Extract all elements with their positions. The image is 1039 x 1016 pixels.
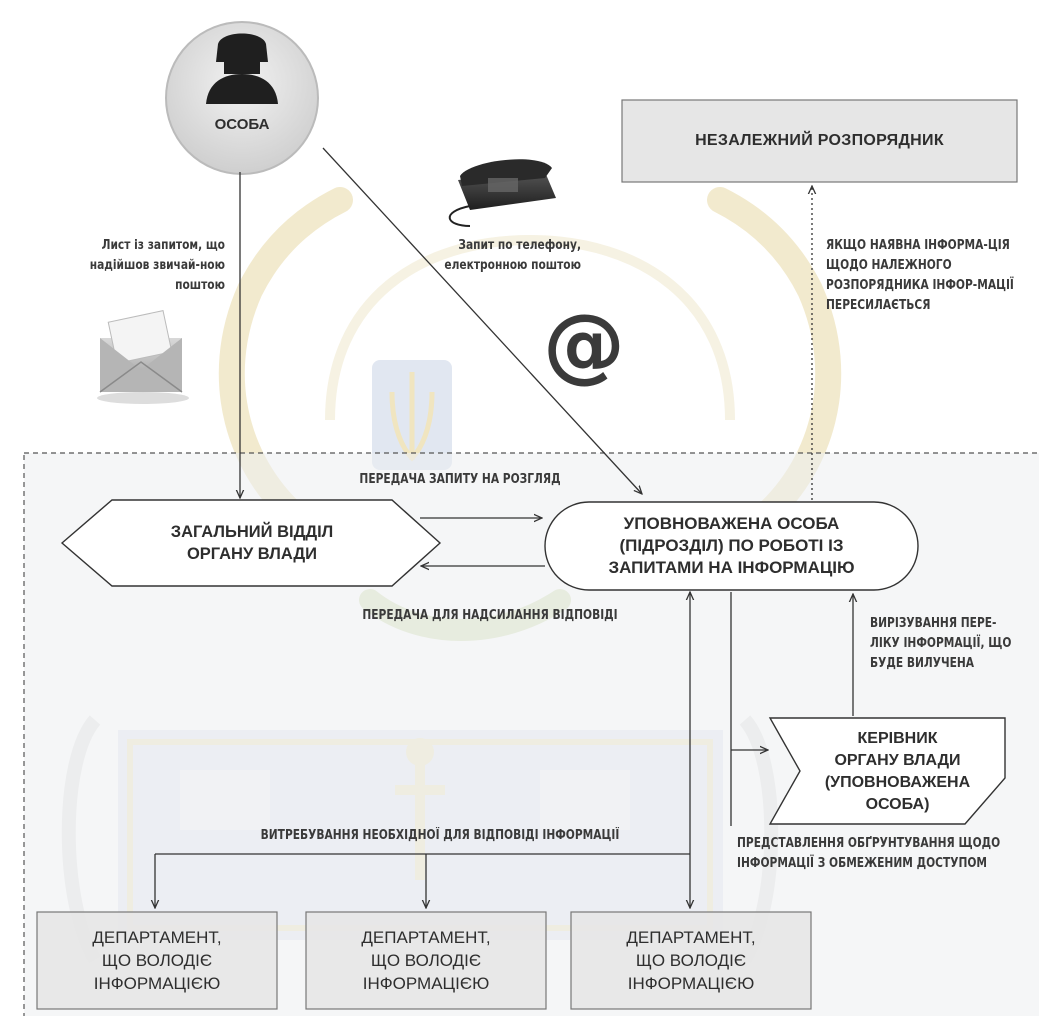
department-3-line-2: ЩО ВОЛОДІЄ bbox=[635, 951, 747, 970]
envelope-icon bbox=[97, 310, 189, 404]
department-label-1: ДЕПАРТАМЕНТ, ЩО ВОЛОДІЄ ІНФОРМАЦІЄЮ bbox=[37, 912, 277, 1009]
authorized-person-line-1: УПОВНОВАЖЕНА ОСОБА bbox=[623, 514, 840, 533]
department-1-line-3: ІНФОРМАЦІЄЮ bbox=[93, 974, 221, 993]
general-department-line-1: ЗАГАЛЬНИЙ ВІДДІЛ bbox=[170, 523, 334, 541]
authorized-person-line-2: (ПІДРОЗДІЛ) ПО РОБОТІ ІЗ bbox=[619, 536, 844, 555]
head-of-authority-box bbox=[768, 717, 1006, 825]
department-box-1 bbox=[36, 911, 278, 1010]
department-1-line-1: ДЕПАРТАМЕНТ, bbox=[92, 928, 222, 947]
general-department-box bbox=[60, 499, 442, 587]
general-department-line-2: ОРГАНУ ВЛАДИ bbox=[186, 545, 318, 563]
department-2-line-3: ІНФОРМАЦІЄЮ bbox=[362, 974, 490, 993]
department-3-line-3: ІНФОРМАЦІЄЮ bbox=[627, 974, 755, 993]
department-box-2 bbox=[305, 911, 547, 1010]
independent-manager-label: НЕЗАЛЕЖНИЙ РОЗПОРЯДНИК bbox=[695, 132, 944, 149]
justification-label: ПРЕДСТАВЛЕННЯ ОБҐРУНТУВАННЯ ЩОДО ІНФОРМА… bbox=[737, 836, 1001, 871]
independent-manager-box bbox=[621, 99, 1018, 183]
department-box-3 bbox=[570, 911, 812, 1010]
requesting-info-label: ВИТРЕБУВАННЯ НЕОБХІДНОЇ ДЛЯ ВІДПОВІДІ ІН… bbox=[260, 828, 620, 843]
forwarding-note-label: ЯКЩО НАЯВНА ІНФОРМА-ЦІЯ ЩОДО НАЛЕЖНОГО Р… bbox=[826, 238, 1014, 313]
transfer-for-review-label: ПЕРЕДАЧА ЗАПИТУ НА РОЗГЛЯД bbox=[359, 472, 561, 487]
phone-arrow bbox=[322, 147, 642, 494]
head-line-1: КЕРІВНИК bbox=[857, 730, 938, 747]
general-department-label: ЗАГАЛЬНИЙ ВІДДІЛ ОРГАНУ ВЛАДИ bbox=[112, 500, 392, 586]
authorized-person-label: УПОВНОВАЖЕНА ОСОБА (ПІДРОЗДІЛ) ПО РОБОТІ… bbox=[545, 502, 918, 590]
person-icon bbox=[206, 33, 278, 104]
head-of-authority-label: КЕРІВНИК ОРГАНУ ВЛАДИ (УПОВНОВАЖЕНА ОСОБ… bbox=[795, 720, 1000, 824]
authorized-person-line-3: ЗАПИТАМИ НА ІНФОРМАЦІЮ bbox=[608, 558, 855, 577]
head-line-4: ОСОБА) bbox=[865, 796, 930, 813]
at-icon: @ bbox=[543, 297, 625, 392]
department-3-line-1: ДЕПАРТАМЕНТ, bbox=[626, 928, 756, 947]
phone-request-label: Запит по телефону, електронною поштою bbox=[444, 238, 581, 273]
person-node bbox=[165, 21, 319, 175]
connectors bbox=[155, 147, 853, 908]
phone-icon bbox=[448, 159, 556, 227]
authorized-person-box bbox=[544, 501, 919, 591]
head-line-3: (УПОВНОВАЖЕНА bbox=[824, 774, 971, 791]
department-label-2: ДЕПАРТАМЕНТ, ЩО ВОЛОДІЄ ІНФОРМАЦІЄЮ bbox=[306, 912, 546, 1009]
department-1-line-2: ЩО ВОЛОДІЄ bbox=[101, 951, 213, 970]
transfer-for-reply-label: ПЕРЕДАЧА ДЛЯ НАДСИЛАННЯ ВІДПОВІДІ bbox=[362, 608, 618, 623]
mail-request-label: Лист із запитом, що надійшов звичай-ною … bbox=[89, 238, 225, 293]
person-label: ОСОБА bbox=[214, 115, 270, 133]
department-2-line-2: ЩО ВОЛОДІЄ bbox=[370, 951, 482, 970]
deciding-list-label: ВИРІЗУВАННЯ ПЕРЕ-ЛІКУ ІНФОРМАЦІЇ, ЩО БУД… bbox=[870, 616, 1012, 671]
department-label-3: ДЕПАРТАМЕНТ, ЩО ВОЛОДІЄ ІНФОРМАЦІЄЮ bbox=[571, 912, 811, 1009]
department-2-line-1: ДЕПАРТАМЕНТ, bbox=[361, 928, 491, 947]
head-line-2: ОРГАНУ ВЛАДИ bbox=[834, 752, 961, 769]
